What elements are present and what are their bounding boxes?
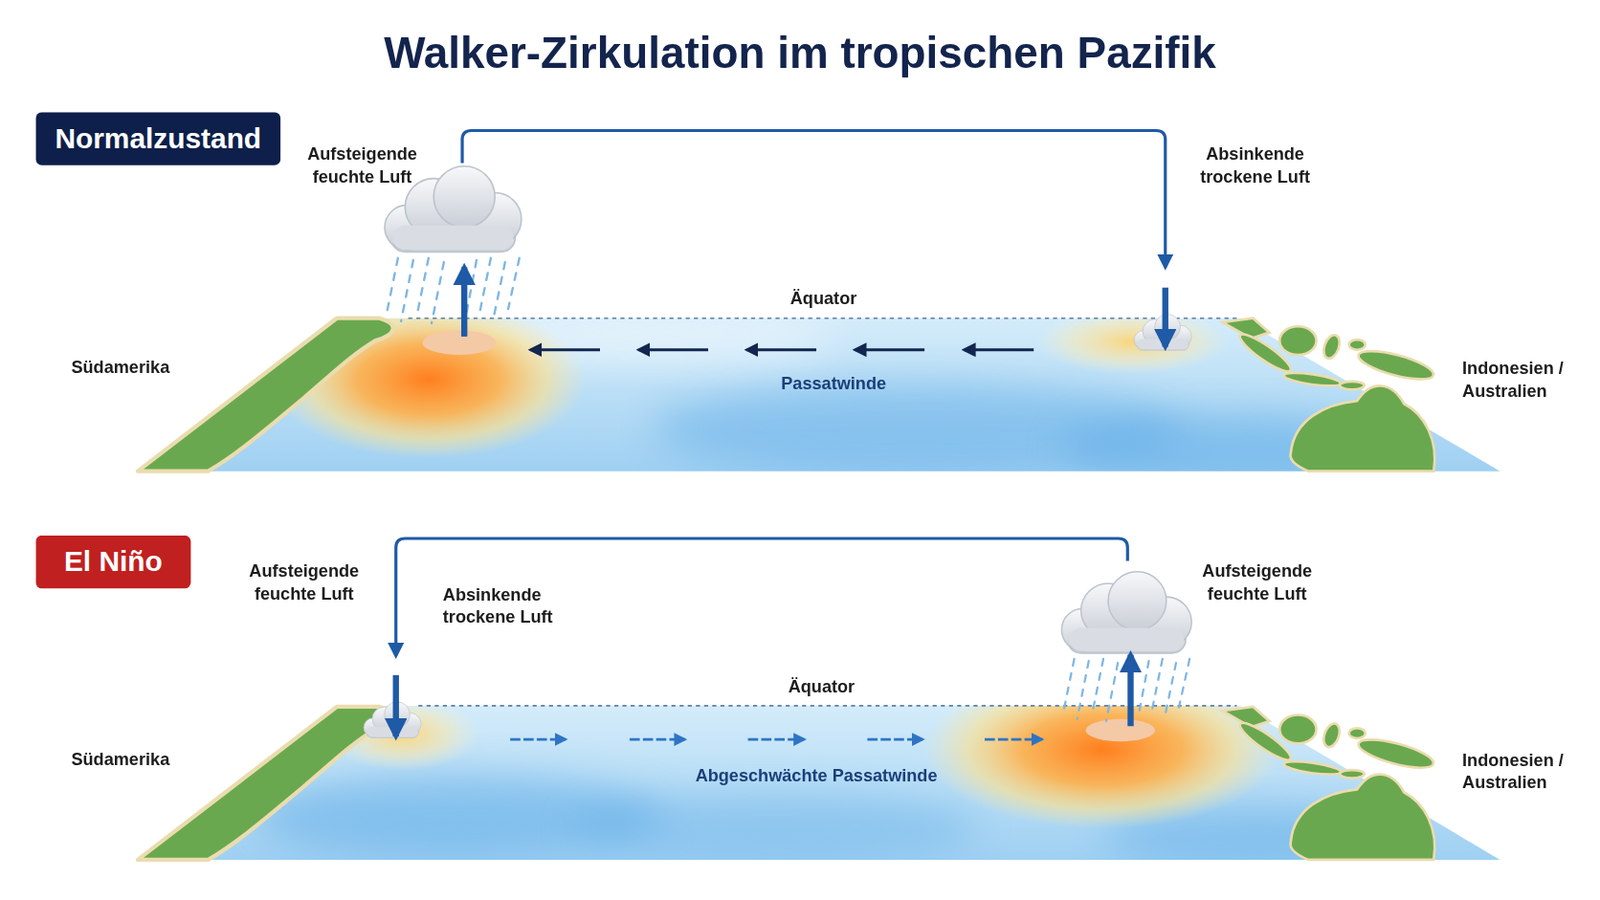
map-label: Passatwinde — [780, 373, 887, 397]
ocean-el-nino — [137, 670, 1501, 868]
map-label: Indonesien / Australien — [1462, 357, 1585, 403]
panel-badge: El Niño — [35, 535, 191, 589]
panel-badge: Normalzustand — [35, 111, 281, 165]
walker-cell-normal — [384, 130, 1192, 356]
map-label: Indonesien / Australien — [1462, 750, 1585, 796]
badge-text: El Niño — [64, 535, 163, 589]
map-label: Absinkende trockene Luft — [1183, 143, 1327, 189]
map-label: Äquator — [788, 676, 855, 700]
map-label: Aufsteigende feuchte Luft — [232, 560, 376, 606]
trade-wind-arrows — [530, 348, 1034, 352]
map-label: Südamerika — [70, 356, 170, 380]
weak-trade-wind-arrows — [510, 738, 1043, 742]
map-label: Aufsteigende feuchte Luft — [1185, 560, 1329, 606]
map-label: Aufsteigende feuchte Luft — [290, 143, 434, 189]
ocean-normal — [137, 300, 1501, 486]
diagram-title: Walker-Zirkulation im tropischen Pazifik — [383, 27, 1217, 78]
map-label: Südamerika — [70, 749, 170, 773]
map-label: Absinkende trockene Luft — [443, 584, 586, 630]
walker-cell-el-nino — [363, 538, 1192, 742]
map-label: Abgeschwächte Passatwinde — [695, 765, 938, 789]
map-label: Äquator — [790, 288, 857, 312]
badge-text: Normalzustand — [54, 111, 262, 165]
